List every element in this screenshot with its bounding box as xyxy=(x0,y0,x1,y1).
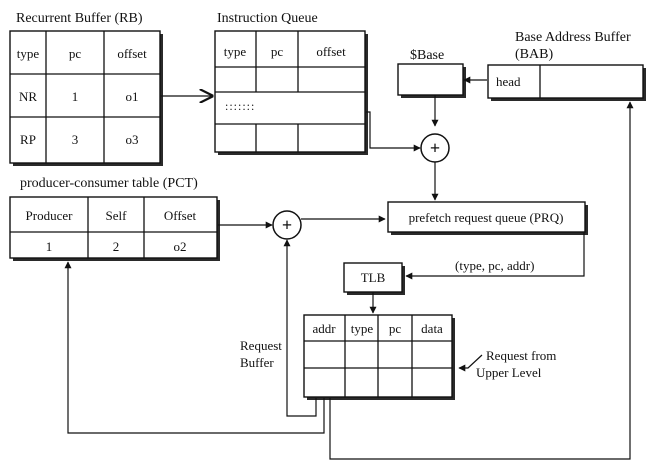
rqb-header-addr: addr xyxy=(312,321,336,336)
iq-header-type: type xyxy=(224,44,247,59)
pct-header-offset: Offset xyxy=(164,208,197,223)
rb-header-pc: pc xyxy=(69,46,82,61)
prq-label: prefetch request queue (PRQ) xyxy=(409,210,564,225)
producer-consumer-table: producer-consumer table (PCT) Producer S… xyxy=(9,176,220,261)
offset-adder-plus: + xyxy=(282,215,292,235)
pct-title: producer-consumer table (PCT) xyxy=(20,176,198,191)
recurrent-buffer: Recurrent Buffer (RB) type pc offset NR … xyxy=(9,11,163,166)
rb-cell-type: NR xyxy=(19,89,37,104)
rqb-header-pc: pc xyxy=(389,321,402,336)
iq-to-adder-arrow xyxy=(366,111,421,152)
feedback-to-bab xyxy=(329,101,634,460)
rb-header-offset: offset xyxy=(117,46,147,61)
tlb-label: TLB xyxy=(361,270,386,285)
base-address-buffer: Base Address Buffer (BAB) head xyxy=(487,30,646,101)
rqb-header-data: data xyxy=(421,321,443,336)
bab-head-cell: head xyxy=(496,74,521,89)
rb-cell-offset: o1 xyxy=(126,89,139,104)
iq-header-pc: pc xyxy=(271,44,284,59)
request-buffer: Request Buffer addr type pc data xyxy=(240,314,455,400)
prq-to-tlb-label: (type, pc, addr) xyxy=(455,258,534,273)
bab-title-line2: (BAB) xyxy=(515,47,553,62)
base-adder-plus: + xyxy=(430,138,440,158)
pct-cell-self: 2 xyxy=(113,239,120,254)
feedback-to-pct xyxy=(64,261,325,434)
rb-cell-offset: o3 xyxy=(126,132,139,147)
iq-ellipsis: ::::::: xyxy=(225,99,255,113)
prefetch-request-queue: prefetch request queue (PRQ) xyxy=(387,201,588,235)
iq-header-offset: offset xyxy=(316,44,346,59)
bab-title-line1: Base Address Buffer xyxy=(515,30,631,45)
rqb-header-type: type xyxy=(351,321,374,336)
upper-level-label-line2: Upper Level xyxy=(476,365,542,380)
instruction-queue-title: Instruction Queue xyxy=(217,11,318,26)
request-buffer-label-line1: Request xyxy=(240,338,282,353)
tlb: TLB xyxy=(343,262,405,295)
upper-level-label-line1: Request from xyxy=(486,348,556,363)
rb-cell-type: RP xyxy=(20,132,36,147)
rb-header-type: type xyxy=(17,46,40,61)
request-buffer-label-line2: Buffer xyxy=(240,355,274,370)
prq-to-tlb-arrow xyxy=(405,233,585,280)
pct-cell-producer: 1 xyxy=(46,239,53,254)
offset-adder: + xyxy=(272,210,302,240)
feedback-to-offset-adder xyxy=(283,239,317,417)
recurrent-buffer-title: Recurrent Buffer (RB) xyxy=(16,11,143,26)
upper-level-arrow xyxy=(458,354,483,372)
instruction-queue: Instruction Queue type pc offset ::::::: xyxy=(214,11,368,155)
rb-cell-pc: 3 xyxy=(72,132,79,147)
pct-cell-offset: o2 xyxy=(174,239,187,254)
rb-cell-pc: 1 xyxy=(72,89,79,104)
pct-header-producer: Producer xyxy=(26,208,74,223)
pct-header-self: Self xyxy=(106,208,128,223)
sbase-label: $Base xyxy=(410,48,444,63)
base-adder: + xyxy=(420,133,450,163)
sbase-register: $Base xyxy=(397,48,466,98)
